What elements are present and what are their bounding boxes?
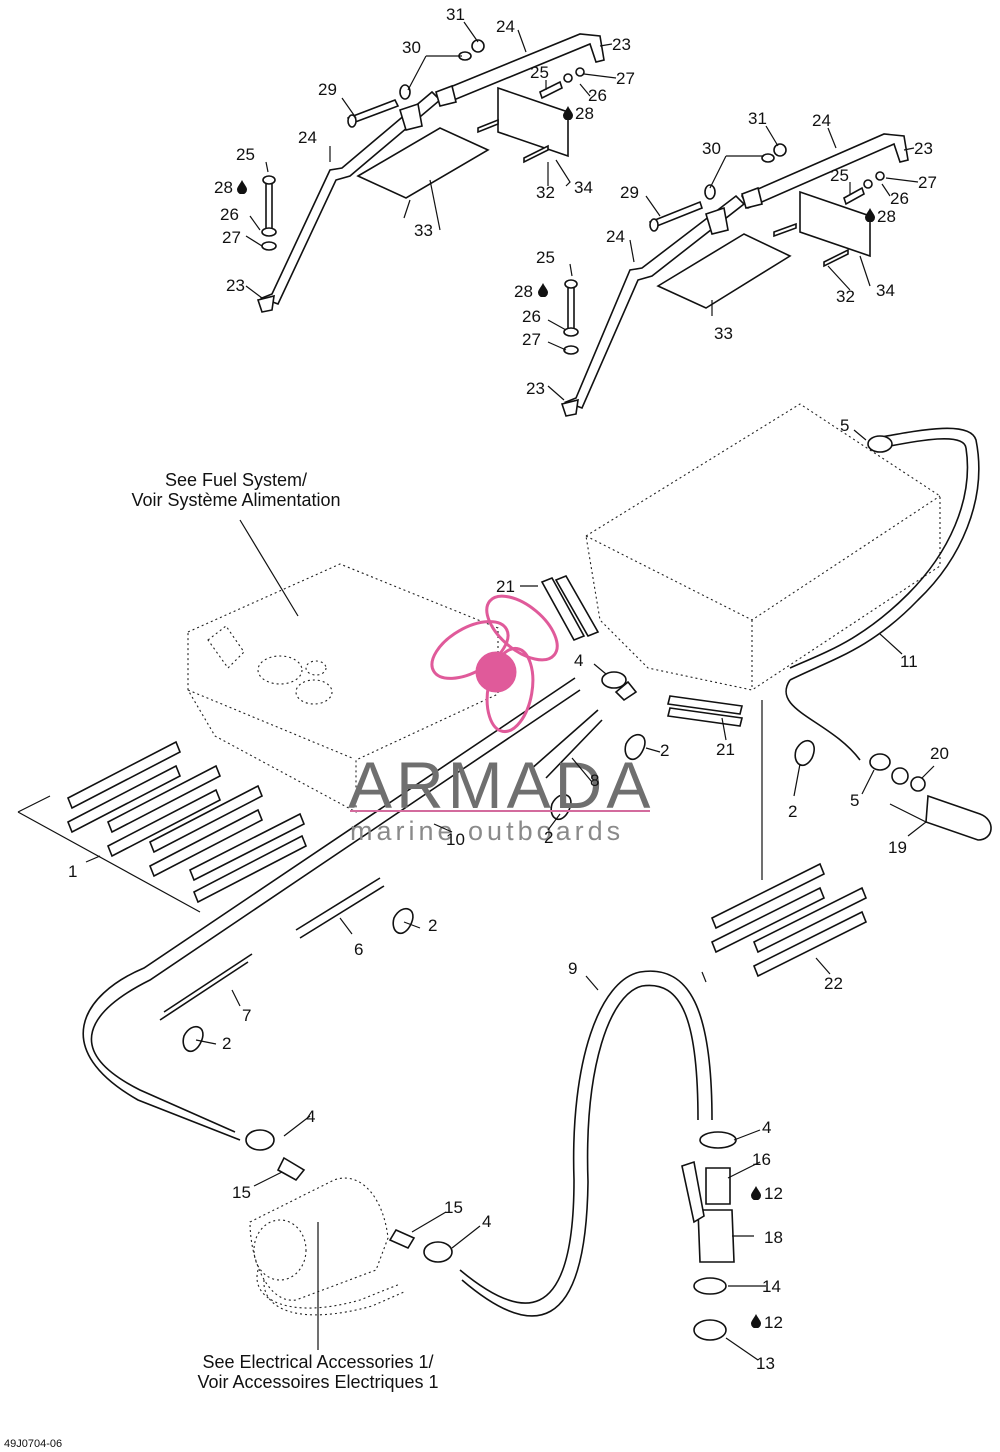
callout-27-r: 27: [918, 173, 937, 192]
callout-34-r: 34: [876, 281, 895, 300]
callout-14: 14: [762, 1277, 781, 1296]
fittings: [182, 435, 992, 1341]
callout-12b: 12: [764, 1313, 783, 1332]
callout-8: 8: [590, 771, 599, 790]
callout-26-r2: 26: [522, 307, 541, 326]
callout-18: 18: [764, 1228, 783, 1247]
oil-drop-icon: [237, 180, 247, 194]
callout-24-r2: 24: [606, 227, 625, 246]
oil-drop-icon: [538, 283, 548, 297]
callout-2b: 2: [788, 802, 797, 821]
callout-27-r2: 27: [522, 330, 541, 349]
callout-13: 13: [756, 1354, 775, 1373]
reference-notes: See Fuel System/ Voir Système Alimentati…: [131, 470, 438, 1392]
callout-21b: 21: [716, 740, 735, 759]
callout-21: 21: [496, 577, 515, 596]
callout-24b: 24: [298, 128, 317, 147]
callout-1: 1: [68, 862, 77, 881]
callout-34: 34: [574, 178, 593, 197]
callout-23b: 23: [226, 276, 245, 295]
note-fuel-system-line1: See Fuel System/: [165, 470, 307, 490]
callout-4: 4: [574, 651, 583, 670]
callout-23-r: 23: [914, 139, 933, 158]
watermark-rule: [350, 810, 650, 812]
callout-2d: 2: [428, 916, 437, 935]
callout-28-r2: 28: [514, 282, 533, 301]
bracket-assembly-right: [560, 133, 909, 417]
callout-15b: 15: [444, 1198, 463, 1217]
callout-23: 23: [612, 35, 631, 54]
callout-27b: 27: [222, 228, 241, 247]
strips-21: [540, 574, 743, 727]
callout-29-r: 29: [620, 183, 639, 202]
callout-9: 9: [568, 959, 577, 978]
callout-20: 20: [930, 744, 949, 763]
callout-12: 12: [764, 1184, 783, 1203]
oil-drop-icon: [751, 1314, 761, 1328]
hoses: [82, 427, 980, 1317]
callout-11: 11: [900, 652, 918, 671]
callout-25-r2: 25: [536, 248, 555, 267]
callout-15: 15: [232, 1183, 251, 1202]
callout-32: 32: [536, 183, 555, 202]
callout-28b: 28: [214, 178, 233, 197]
pad-stack-22: [710, 862, 868, 978]
pump-outline: [249, 1177, 405, 1316]
callout-28-r: 28: [877, 207, 896, 226]
note-electrical-line1: See Electrical Accessories 1/: [202, 1352, 433, 1372]
callout-30: 30: [402, 38, 421, 57]
oil-drop-icon: [751, 1186, 761, 1200]
watermark-brand: ARMADA: [348, 748, 654, 822]
callout-2c: 2: [544, 828, 553, 847]
callout-22: 22: [824, 974, 843, 993]
callout-26-r: 26: [890, 189, 909, 208]
note-electrical-line2: Voir Accessoires Electriques 1: [197, 1372, 438, 1392]
diagram-code: 49J0704-06: [4, 1438, 62, 1450]
watermark: ARMADA marine outboards: [348, 594, 654, 846]
oil-drop-icon: [865, 208, 875, 222]
callout-33: 33: [414, 221, 433, 240]
callout-26: 26: [588, 86, 607, 105]
fuel-tank-outline: [187, 563, 499, 813]
callout-24-r: 24: [812, 111, 831, 130]
callout-16: 16: [752, 1150, 771, 1169]
callout-labels: 31 24 23 30 25 27 29 26 28 24 25 28 34 3…: [68, 5, 949, 1373]
callout-27: 27: [616, 69, 635, 88]
callout-31-r: 31: [748, 109, 767, 128]
callout-5: 5: [840, 416, 849, 435]
pad-stack-1: [17, 740, 308, 913]
callout-25b: 25: [236, 145, 255, 164]
note-fuel-system-line2: Voir Système Alimentation: [131, 490, 340, 510]
bracket-assembly-left: [256, 33, 605, 313]
callout-10: 10: [446, 830, 465, 849]
callout-2: 2: [660, 741, 669, 760]
callout-4d: 4: [482, 1212, 491, 1231]
callout-32-r: 32: [836, 287, 855, 306]
callout-7: 7: [242, 1006, 251, 1025]
callout-4b: 4: [306, 1107, 315, 1126]
leader-lines: [85, 21, 935, 1361]
callout-29: 29: [318, 80, 337, 99]
callout-31: 31: [446, 5, 465, 24]
callout-4c: 4: [762, 1118, 771, 1137]
callout-28: 28: [575, 104, 594, 123]
callout-24: 24: [496, 17, 515, 36]
callout-6: 6: [354, 940, 363, 959]
callout-30-r: 30: [702, 139, 721, 158]
callout-19: 19: [888, 838, 907, 857]
propeller-logo-icon: [430, 594, 559, 734]
callout-25: 25: [530, 63, 549, 82]
callout-2e: 2: [222, 1034, 231, 1053]
callout-33-r: 33: [714, 324, 733, 343]
callout-25-r: 25: [830, 166, 849, 185]
callout-23-r2: 23: [526, 379, 545, 398]
holding-tank-outline: [585, 403, 941, 691]
callout-26b: 26: [220, 205, 239, 224]
callout-5b: 5: [850, 791, 859, 810]
watermark-tagline: marine outboards: [350, 816, 624, 846]
oil-drop-icon: [563, 106, 573, 120]
